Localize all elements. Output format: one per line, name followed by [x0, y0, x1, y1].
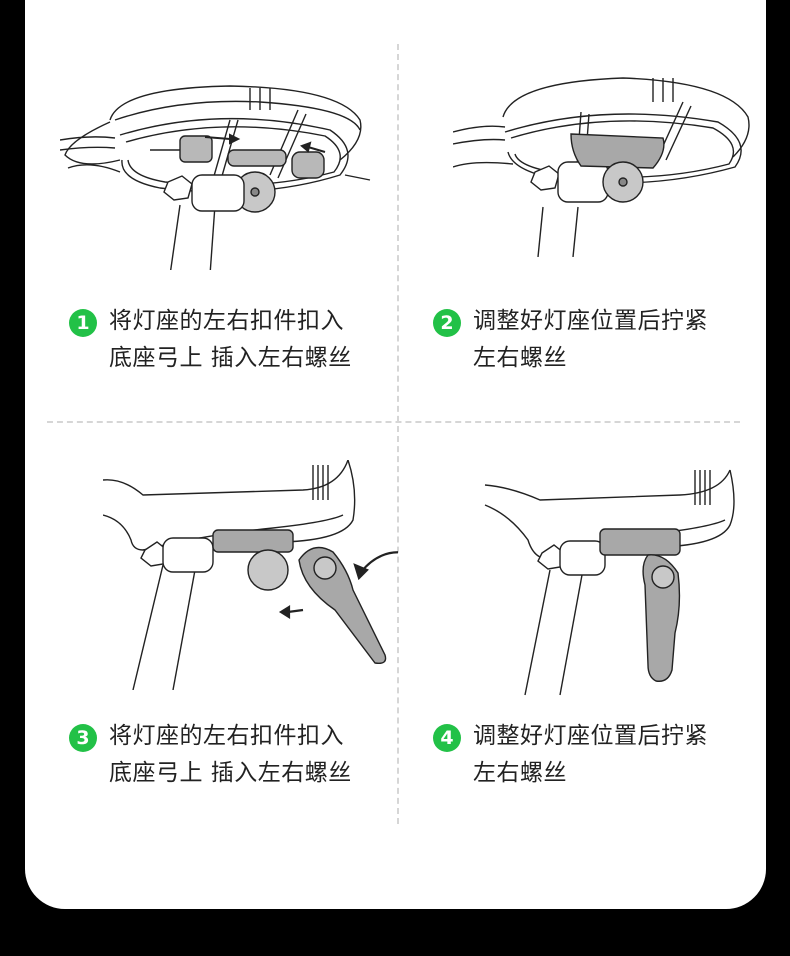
step-caption: 调整好灯座位置后拧紧 左右螺丝	[473, 303, 708, 377]
instruction-card: 1 将灯座的左右扣件扣入 底座弓上 插入左右螺丝 2 调整好灯座位置后拧紧 左右…	[25, 0, 766, 909]
light-attach-icon	[103, 460, 398, 690]
step-caption: 将灯座的左右扣件扣入 底座弓上 插入左右螺丝	[109, 303, 352, 377]
caption-line-1: 调整好灯座位置后拧紧	[473, 723, 708, 749]
step-2-illustration	[453, 72, 758, 257]
step-3: 3 将灯座的左右扣件扣入 底座弓上 插入左右螺丝	[69, 718, 352, 792]
step-1-illustration	[60, 80, 380, 270]
step-number-badge: 1	[69, 309, 97, 337]
step-caption: 调整好灯座位置后拧紧 左右螺丝	[473, 718, 708, 792]
caption-line-1: 调整好灯座位置后拧紧	[473, 308, 708, 334]
step-number-badge: 3	[69, 724, 97, 752]
step-caption: 将灯座的左右扣件扣入 底座弓上 插入左右螺丝	[109, 718, 352, 792]
caption-line-2: 左右螺丝	[473, 345, 567, 371]
saddle-tightened-icon	[453, 77, 750, 257]
caption-line-1: 将灯座的左右扣件扣入	[109, 723, 344, 749]
caption-line-2: 底座弓上 插入左右螺丝	[109, 345, 352, 371]
step-number-badge: 4	[433, 724, 461, 752]
step-number-badge: 2	[433, 309, 461, 337]
light-mounted-icon	[484, 469, 735, 696]
step-2: 2 调整好灯座位置后拧紧 左右螺丝	[433, 303, 708, 377]
step-3-illustration	[103, 460, 398, 690]
saddle-exploded-icon	[60, 85, 371, 270]
caption-line-2: 底座弓上 插入左右螺丝	[109, 760, 352, 786]
step-4-illustration	[480, 465, 765, 700]
vertical-divider	[397, 44, 399, 824]
caption-line-1: 将灯座的左右扣件扣入	[109, 308, 344, 334]
caption-line-2: 左右螺丝	[473, 760, 567, 786]
step-4: 4 调整好灯座位置后拧紧 左右螺丝	[433, 718, 708, 792]
step-1: 1 将灯座的左右扣件扣入 底座弓上 插入左右螺丝	[69, 303, 352, 377]
horizontal-divider	[47, 421, 740, 423]
